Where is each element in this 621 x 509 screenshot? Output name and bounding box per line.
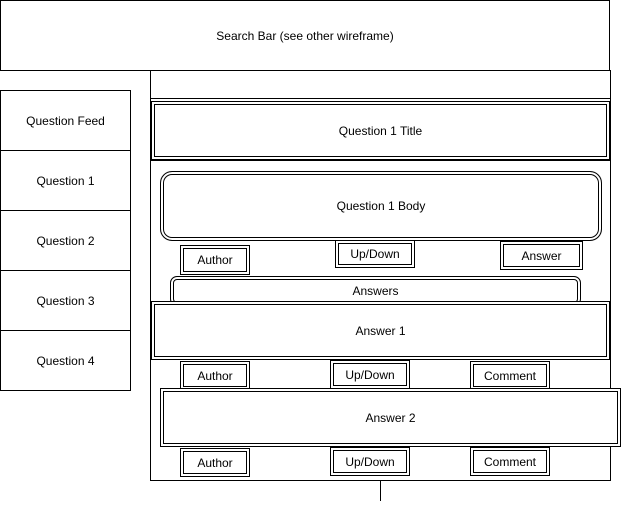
vote-label: Up/Down xyxy=(350,247,400,261)
sidebar-item-label: Question 1 xyxy=(36,173,95,188)
sidebar-item-question-1[interactable]: Question 1 xyxy=(0,150,131,211)
answer-2: Answer 2 xyxy=(160,388,621,447)
author-label: Author xyxy=(197,253,233,267)
main-divider-line xyxy=(150,98,611,99)
answer-1: Answer 1 xyxy=(151,301,610,360)
connector-line xyxy=(380,481,381,501)
question-title: Question 1 Title xyxy=(151,101,610,160)
sidebar-item-question-2[interactable]: Question 2 xyxy=(0,210,131,271)
sidebar-item-label: Question 4 xyxy=(36,353,95,368)
vote-label: Up/Down xyxy=(345,367,395,382)
search-bar-label: Search Bar (see other wireframe) xyxy=(216,28,394,43)
comment-label: Comment xyxy=(483,454,536,469)
author-label: Author xyxy=(197,455,233,470)
sidebar-item-label: Question Feed xyxy=(26,113,105,128)
comment-label: Comment xyxy=(483,368,536,383)
sidebar-item-label: Question 3 xyxy=(36,293,95,308)
answer-2-author-button[interactable]: Author xyxy=(180,448,250,477)
main-content-frame xyxy=(150,70,611,481)
sidebar-item-label: Question 2 xyxy=(36,233,95,248)
answer-1-comment-button[interactable]: Comment xyxy=(470,361,550,390)
answers-header-text: Answers xyxy=(352,284,399,298)
question-author-button[interactable]: Author xyxy=(180,245,250,275)
question-title-text: Question 1 Title xyxy=(338,123,423,138)
answer-1-author-button[interactable]: Author xyxy=(180,361,250,390)
answer-button[interactable]: Answer xyxy=(500,241,583,270)
question-divider-line xyxy=(150,160,611,161)
search-bar[interactable]: Search Bar (see other wireframe) xyxy=(0,0,610,71)
question-body-text: Question 1 Body xyxy=(336,199,426,213)
sidebar-item-question-feed[interactable]: Question Feed xyxy=(0,90,131,151)
vote-label: Up/Down xyxy=(345,454,395,469)
answer-1-vote-button[interactable]: Up/Down xyxy=(330,360,410,389)
answer-2-text: Answer 2 xyxy=(365,410,416,425)
question-body: Question 1 Body xyxy=(160,171,602,241)
answer-label: Answer xyxy=(521,248,562,263)
sidebar-item-question-3[interactable]: Question 3 xyxy=(0,270,131,331)
answer-2-vote-button[interactable]: Up/Down xyxy=(330,447,410,476)
answer-1-text: Answer 1 xyxy=(355,323,406,338)
question-vote-button[interactable]: Up/Down xyxy=(335,240,415,268)
sidebar-item-question-4[interactable]: Question 4 xyxy=(0,330,131,391)
author-label: Author xyxy=(197,368,233,383)
answer-2-comment-button[interactable]: Comment xyxy=(470,447,550,476)
